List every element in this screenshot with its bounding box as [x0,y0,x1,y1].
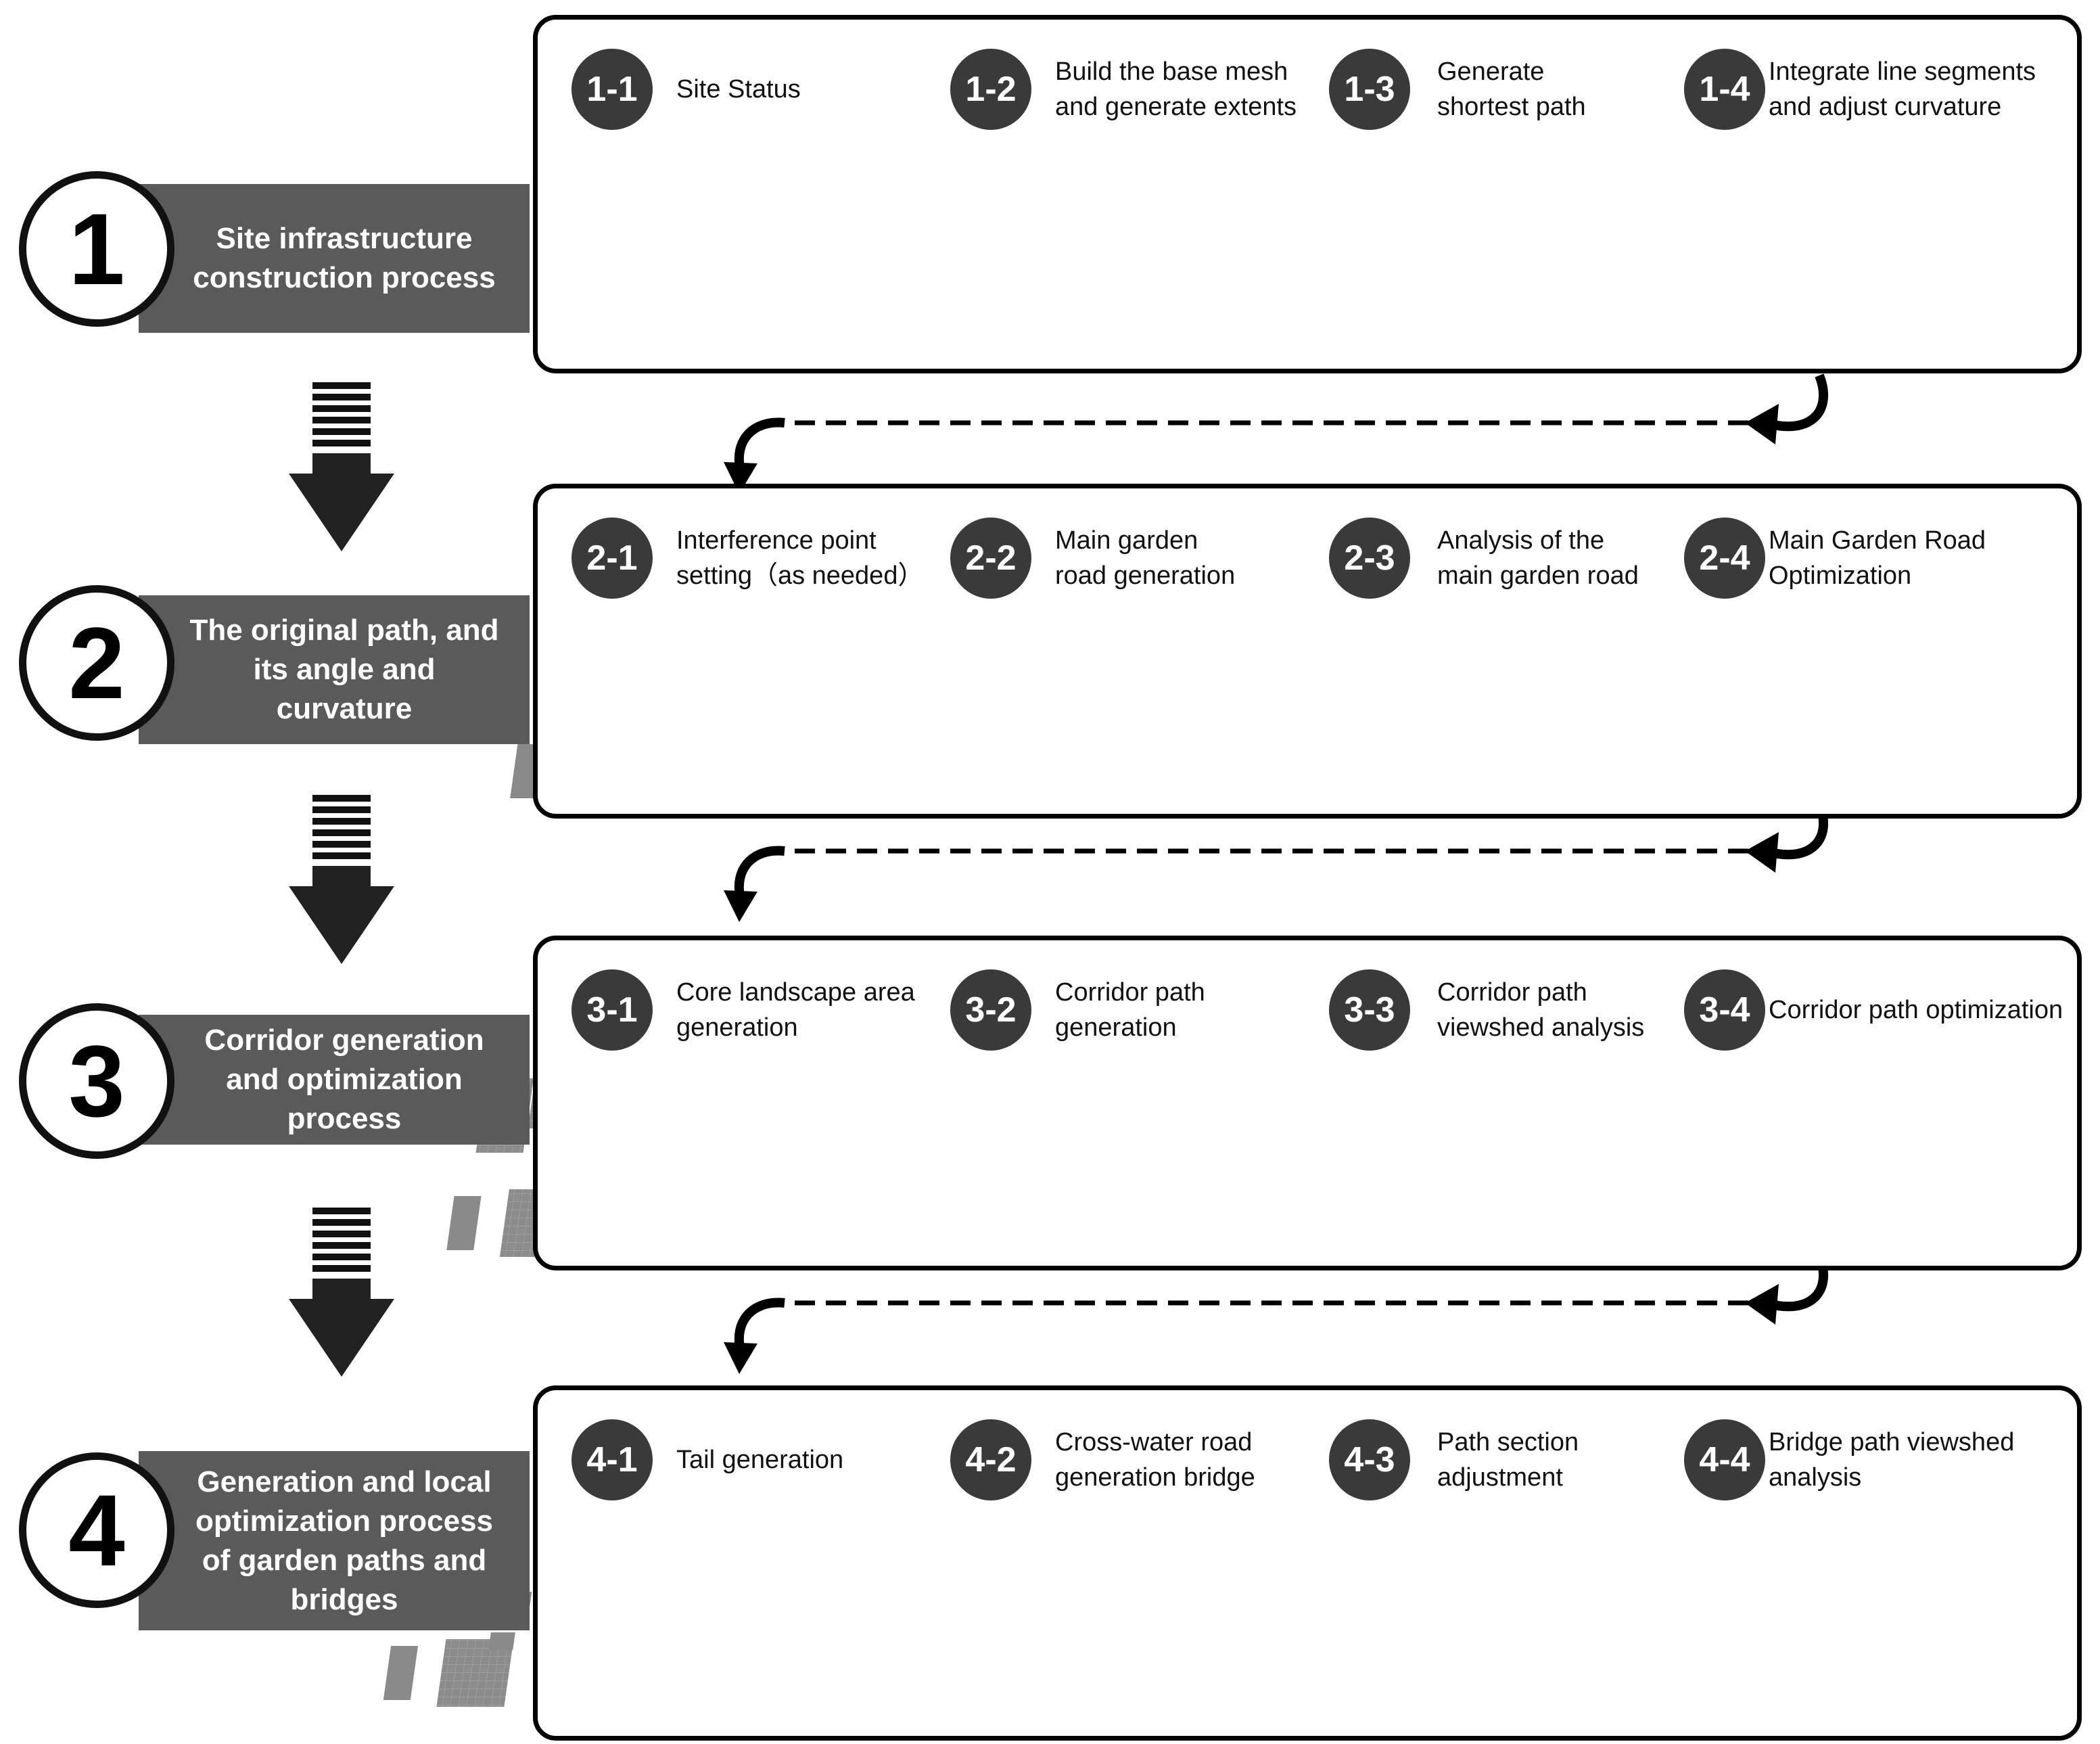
step-label-4-1: Tail generation [676,1442,843,1477]
step-label-line: adjustment [1437,1463,1563,1492]
process-label-line: optimization process [195,1504,494,1538]
step-label-1-3: Generate shortest path [1437,54,1586,124]
process-down-arrow [289,382,394,551]
process-number-circle-1: 1 [19,171,174,327]
step-label-line: Build the base mesh [1055,58,1288,86]
step-label-line: Interference point [676,526,877,555]
step-badge-1-4: 1-4 [1684,49,1765,130]
process-label-line: process [287,1102,402,1135]
step-badge-4-3: 4-3 [1329,1419,1410,1500]
process-label-line: construction process [193,261,496,294]
step-label-line: and generate extents [1055,93,1297,121]
process-label-line: Site infrastructure [216,222,473,255]
step-label-line: road generation [1055,561,1236,590]
step-label-line: Optimization [1769,561,1912,590]
step-badge-1-3: 1-3 [1329,49,1410,130]
step-label-line: Site Status [676,75,801,104]
step-badge-3-1: 3-1 [571,969,653,1051]
step-label-line: Bridge path viewshed [1769,1428,2015,1456]
process-label-4: Generation and local optimization process… [139,1451,530,1630]
process-label-line: its angle and [253,653,436,686]
step-label-3-2: Corridor path generation [1055,975,1205,1045]
step-label-line: Main garden [1055,526,1198,555]
step-label-line: main garden road [1437,561,1639,590]
step-badge-2-1: 2-1 [571,518,653,599]
step-label-line: viewshed analysis [1437,1013,1645,1042]
process-number-circle-3: 3 [19,1003,174,1159]
step-label-line: Analysis of the [1437,526,1605,555]
step-label-3-1: Core landscape area generation [676,975,915,1045]
step-badge-2-2: 2-2 [950,518,1031,599]
step-badge-3-2: 3-2 [950,969,1031,1051]
step-badge-1-2: 1-2 [950,49,1031,130]
step-label-line: Core landscape area [676,978,915,1007]
step-badge-1-1: 1-1 [571,49,653,130]
step-label-line: analysis [1769,1463,1862,1492]
step-label-3-4: Corridor path optimization [1769,992,2063,1028]
row-connector [724,802,1829,922]
row-connector [724,373,1829,494]
step-badge-4-1: 4-1 [571,1419,653,1500]
process-label-line: Corridor generation [204,1024,484,1057]
step-label-4-4: Bridge path viewshed analysis [1769,1425,2014,1495]
row-frame-3 [533,936,2082,1270]
process-label-line: The original path, and [189,614,499,647]
process-label-line: bridges [290,1582,398,1616]
step-label-line: generation [1055,1013,1177,1042]
process-label-line: and optimization [226,1063,463,1096]
step-label-line: Corridor path [1437,978,1587,1007]
step-label-line: Generate [1437,58,1545,86]
process-label-text: Corridor generation and optimization proce… [204,1021,484,1139]
process-label-text: The original path, and its angle and curva… [189,611,498,729]
step-label-line: Integrate line segments [1769,58,2036,86]
step-label-1-4: Integrate line segments and adjust curvat… [1769,54,2036,124]
step-badge-4-4: 4-4 [1684,1419,1765,1500]
step-label-line: Cross-water road [1055,1428,1253,1456]
step-label-4-3: Path section adjustment [1437,1425,1579,1495]
step-label-line: Corridor path optimization [1769,996,2063,1024]
step-label-1-2: Build the base mesh and generate extents [1055,54,1297,124]
process-down-arrow [289,1208,394,1377]
step-badge-3-3: 3-3 [1329,969,1410,1051]
step-badge-3-4: 3-4 [1684,969,1765,1051]
step-label-line: generation bridge [1055,1463,1255,1492]
step-label-line: and adjust curvature [1769,93,2002,121]
step-label-1-1: Site Status [676,72,801,107]
step-badge-4-2: 4-2 [950,1419,1031,1500]
process-label-line: curvature [276,692,413,725]
process-label-line: Generation and local [197,1465,492,1498]
step-badge-2-3: 2-3 [1329,518,1410,599]
step-label-2-2: Main garden road generation [1055,523,1235,593]
step-label-2-3: Analysis of the main garden road [1437,523,1639,593]
step-label-line: Corridor path [1055,978,1205,1007]
step-label-line: Tail generation [676,1446,844,1474]
process-label-3: Corridor generation and optimization proce… [139,1015,530,1145]
process-label-2: The original path, and its angle and curva… [139,595,530,744]
process-label-text: Site infrastructure construction process [193,219,495,298]
row-frame-1 [533,15,2082,373]
step-label-line: Main Garden Road [1769,526,1986,555]
step-label-line: shortest path [1437,93,1586,121]
step-badge-2-4: 2-4 [1684,518,1765,599]
process-number-circle-4: 4 [19,1452,174,1608]
step-label-2-1: Interference point setting（as needed） [676,523,923,593]
row-frame-4 [533,1385,2082,1741]
step-label-4-2: Cross-water road generation bridge [1055,1425,1255,1495]
step-label-line: generation [676,1013,798,1042]
process-number-circle-2: 2 [19,585,174,741]
process-down-arrow [289,795,394,964]
process-label-line: of garden paths and [202,1543,487,1577]
process-label-1: Site infrastructure construction process [139,184,530,333]
process-label-text: Generation and local optimization process… [195,1463,493,1620]
step-label-line: setting（as needed） [676,561,924,590]
step-label-3-3: Corridor path viewshed analysis [1437,975,1644,1045]
row-frame-2 [533,484,2082,819]
step-label-line: Path section [1437,1428,1579,1456]
row-connector [724,1254,1829,1374]
